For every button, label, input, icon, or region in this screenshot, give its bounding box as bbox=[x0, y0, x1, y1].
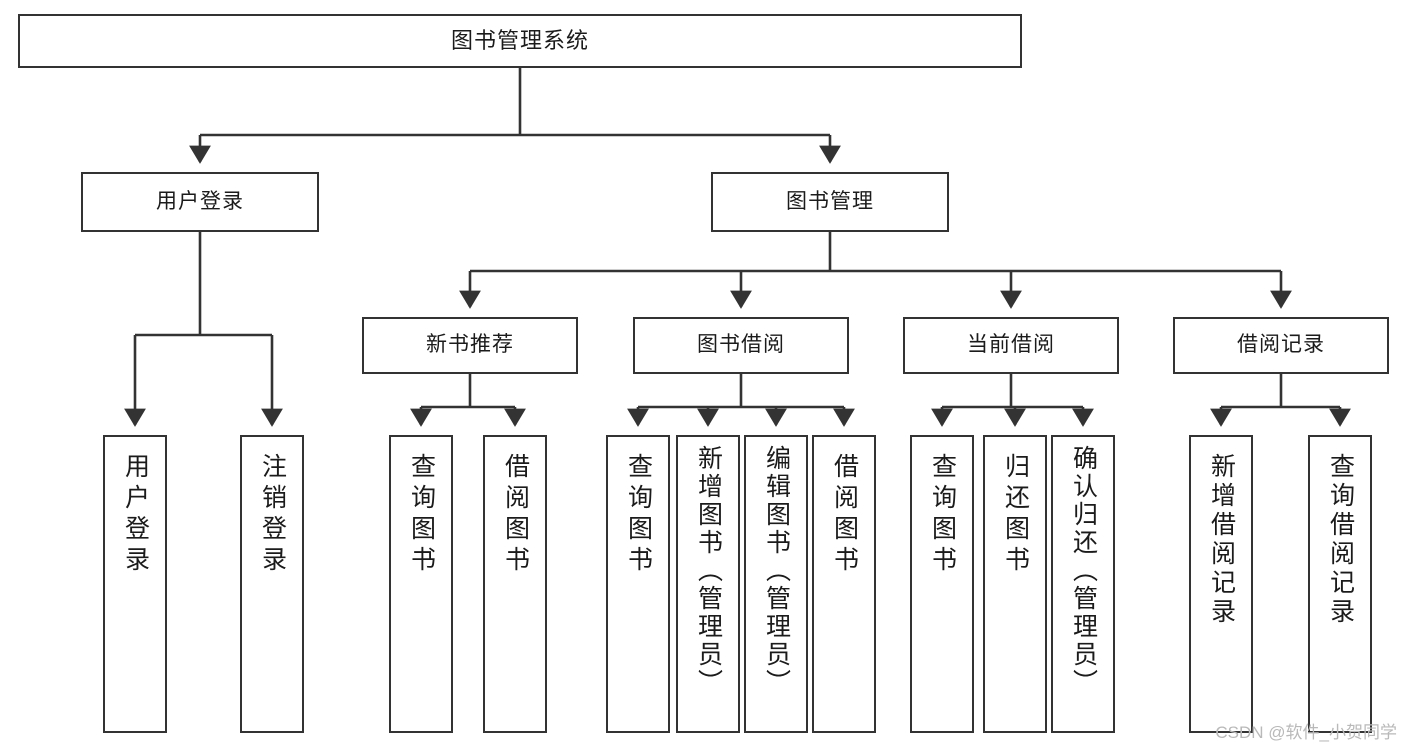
node-leaf-query-book-2-label: 查询图书 bbox=[624, 453, 653, 577]
node-root[interactable]: 图书管理系统 bbox=[18, 14, 1022, 68]
csdn-watermark: CSDN @软件_小贺同学 bbox=[1215, 723, 1397, 742]
node-leaf-borrow-book-1[interactable]: 借阅图书 bbox=[483, 435, 547, 733]
node-leaf-borrow-book-2-label: 借阅图书 bbox=[830, 453, 859, 577]
node-user-login[interactable]: 用户登录 bbox=[81, 172, 319, 232]
node-leaf-query-book-3-label: 查询图书 bbox=[928, 453, 957, 577]
node-leaf-add-book[interactable]: 新增图书（管理员） bbox=[676, 435, 740, 733]
node-leaf-return-book[interactable]: 归还图书 bbox=[983, 435, 1047, 733]
node-leaf-confirm-return[interactable]: 确认归还（管理员） bbox=[1051, 435, 1115, 733]
node-leaf-query-book-1[interactable]: 查询图书 bbox=[389, 435, 453, 733]
node-book-borrow[interactable]: 图书借阅 bbox=[633, 317, 849, 374]
node-leaf-query-record-label: 查询借阅记录 bbox=[1326, 453, 1355, 627]
node-book-borrow-label: 图书借阅 bbox=[697, 333, 785, 357]
node-leaf-query-book-2[interactable]: 查询图书 bbox=[606, 435, 670, 733]
node-root-label: 图书管理系统 bbox=[450, 28, 589, 54]
node-leaf-edit-book[interactable]: 编辑图书（管理员） bbox=[744, 435, 808, 733]
node-leaf-query-book-3[interactable]: 查询图书 bbox=[910, 435, 974, 733]
node-leaf-query-record[interactable]: 查询借阅记录 bbox=[1308, 435, 1372, 733]
node-leaf-query-book-1-label: 查询图书 bbox=[407, 453, 436, 577]
node-leaf-user-logout-label: 注销登录 bbox=[258, 453, 287, 577]
node-leaf-borrow-book-1-label: 借阅图书 bbox=[501, 453, 530, 577]
node-current-borrow[interactable]: 当前借阅 bbox=[903, 317, 1119, 374]
node-book-manage[interactable]: 图书管理 bbox=[711, 172, 949, 232]
node-leaf-user-login-label: 用户登录 bbox=[121, 453, 150, 577]
node-leaf-return-book-label: 归还图书 bbox=[1001, 453, 1030, 577]
node-new-book-rec-label: 新书推荐 bbox=[426, 333, 514, 357]
node-borrow-record-label: 借阅记录 bbox=[1237, 333, 1325, 357]
node-leaf-add-record[interactable]: 新增借阅记录 bbox=[1189, 435, 1253, 733]
node-leaf-add-book-label: 新增图书（管理员） bbox=[694, 445, 723, 697]
node-leaf-confirm-return-label: 确认归还（管理员） bbox=[1069, 445, 1098, 697]
node-leaf-user-logout[interactable]: 注销登录 bbox=[240, 435, 304, 733]
node-book-manage-label: 图书管理 bbox=[786, 189, 874, 213]
node-new-book-rec[interactable]: 新书推荐 bbox=[362, 317, 578, 374]
node-leaf-edit-book-label: 编辑图书（管理员） bbox=[762, 445, 791, 697]
node-leaf-add-record-label: 新增借阅记录 bbox=[1207, 453, 1236, 627]
node-user-login-label: 用户登录 bbox=[156, 189, 244, 213]
node-leaf-borrow-book-2[interactable]: 借阅图书 bbox=[812, 435, 876, 733]
node-borrow-record[interactable]: 借阅记录 bbox=[1173, 317, 1389, 374]
node-leaf-user-login[interactable]: 用户登录 bbox=[103, 435, 167, 733]
node-current-borrow-label: 当前借阅 bbox=[967, 333, 1055, 357]
